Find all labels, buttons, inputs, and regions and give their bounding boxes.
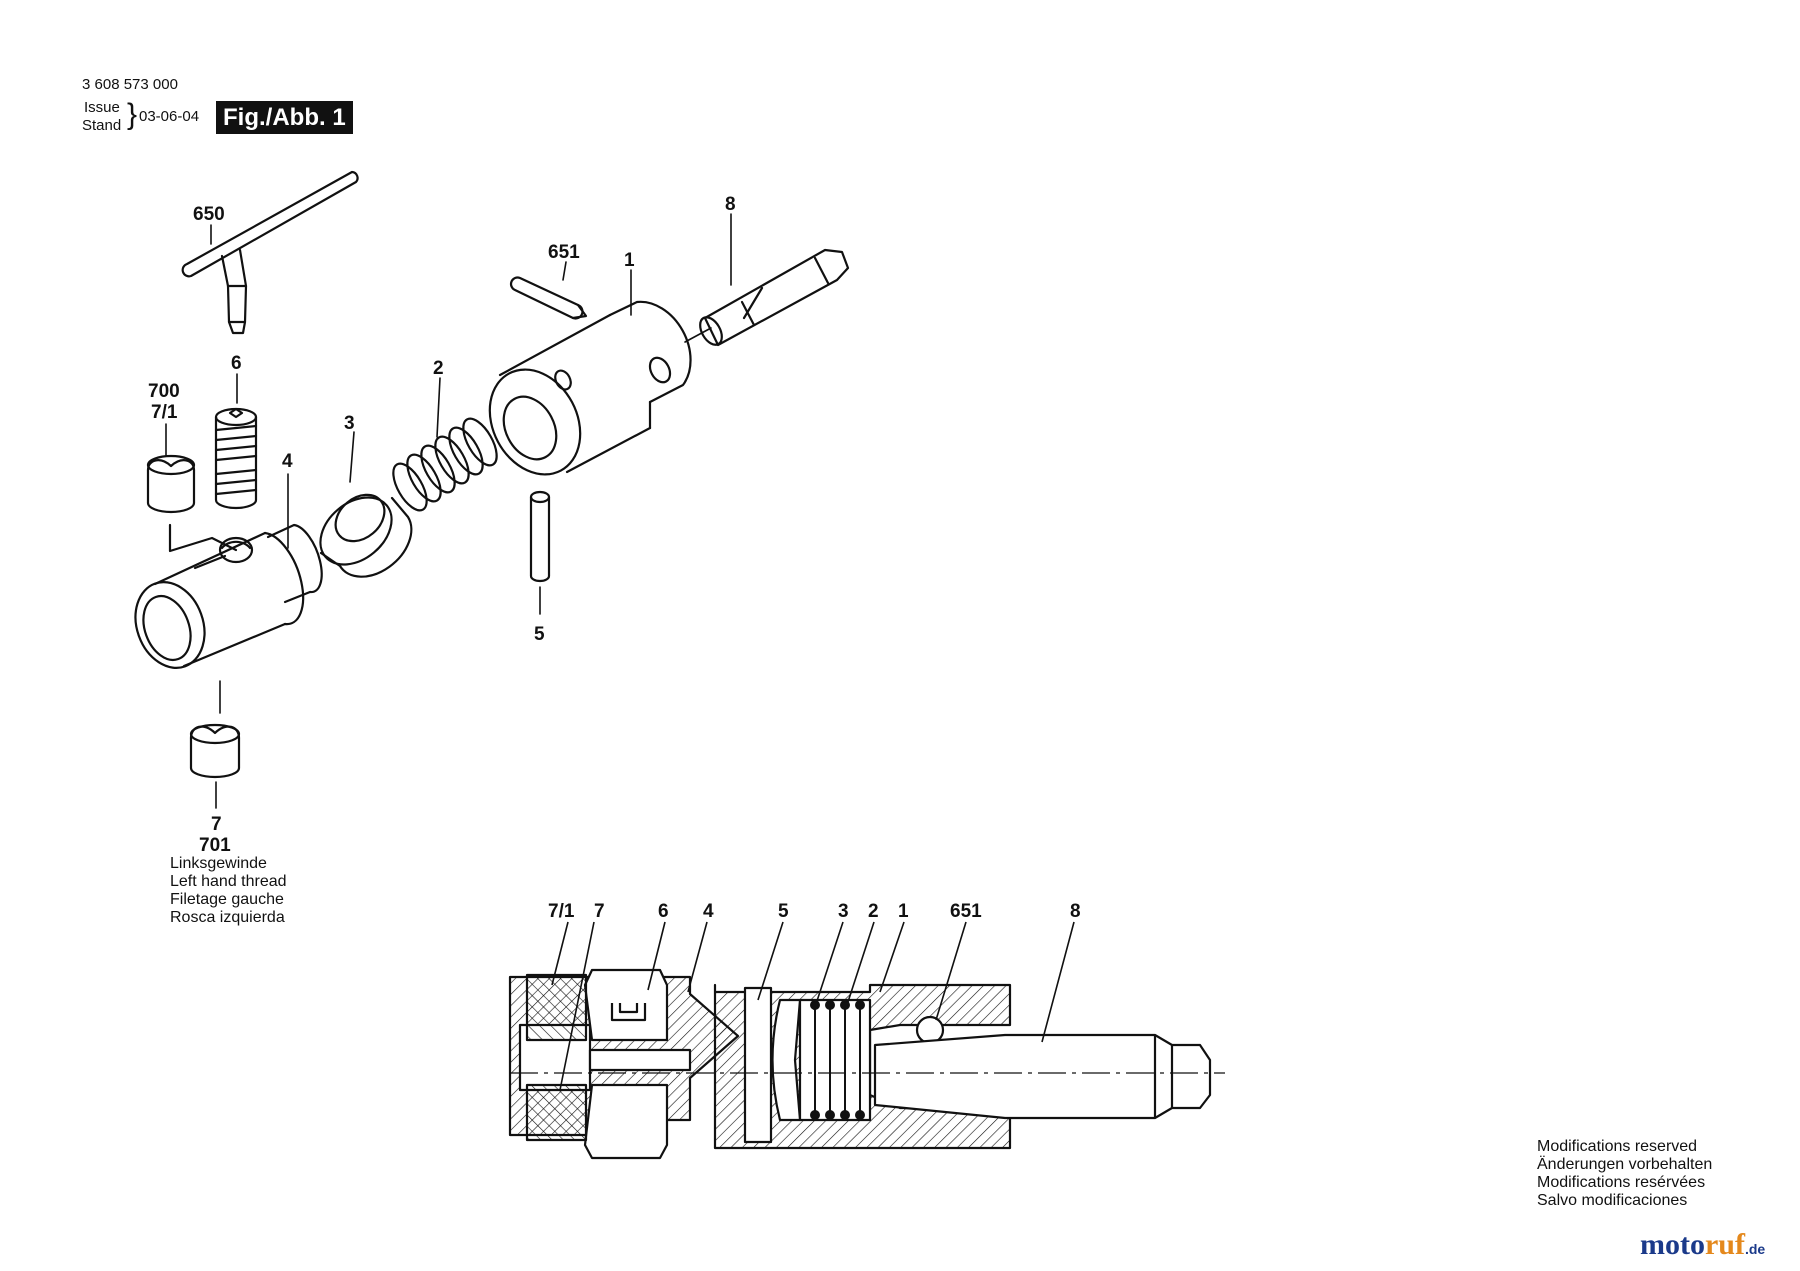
issue-brace: } [127, 98, 138, 131]
issue-date: 03-06-04 [139, 108, 200, 125]
callout-7: 7 [211, 814, 222, 835]
callout-3: 3 [344, 413, 355, 434]
section-part-7-1 [525, 973, 588, 1042]
section-part-8 [873, 1033, 1212, 1120]
thread-note: Linksgewinde Left hand thread Filetage g… [170, 855, 291, 926]
section-leader-lines [551, 921, 1075, 1091]
section-part-7 [525, 1083, 588, 1142]
section-label-6: 6 [658, 901, 669, 922]
part-8-bit [699, 248, 850, 347]
section-part-6 [583, 968, 669, 1042]
section-label-2: 2 [868, 901, 879, 922]
modifications-note: Modifications reserved Änderungen vorbeh… [1537, 1138, 1713, 1209]
section-label-8: 8 [1070, 901, 1081, 922]
callout-1: 1 [624, 250, 635, 271]
part-6-screw [214, 407, 258, 510]
callout-7-1: 7/1 [151, 402, 178, 423]
issue-label: Issue [84, 99, 120, 116]
section-part-3 [771, 998, 802, 1122]
leader-lines [165, 213, 732, 809]
section-label-5: 5 [778, 901, 789, 922]
callout-6: 6 [231, 353, 242, 374]
callout-701: 701 [199, 835, 231, 856]
part-1-sleeve [488, 300, 692, 476]
stand-label: Stand [82, 117, 122, 134]
section-label-651: 651 [950, 901, 982, 922]
part-651-pin [509, 276, 588, 320]
callout-700: 700 [148, 381, 180, 402]
figure-label: Fig./Abb. 1 [216, 101, 353, 134]
part-700-insert [146, 454, 196, 514]
part-5-pin [529, 490, 551, 583]
callout-2: 2 [433, 358, 444, 379]
section-part-5 [743, 986, 773, 1144]
section-view [508, 968, 1225, 1160]
part-3-cap [319, 493, 413, 578]
part-4-body [134, 523, 323, 669]
section-label-7-1: 7/1 [548, 901, 575, 922]
callout-4: 4 [282, 451, 293, 472]
doc-number: 3 608 573 000 [82, 76, 178, 93]
section-label-1: 1 [898, 901, 909, 922]
section-label-4: 4 [703, 901, 714, 922]
callout-8: 8 [725, 194, 736, 215]
motoruf-logo: motoruf.de [1640, 1228, 1766, 1261]
callout-651: 651 [548, 242, 580, 263]
part-7-insert [189, 723, 241, 779]
callout-650: 650 [193, 204, 225, 225]
part-650-t-key [181, 170, 359, 335]
section-label-3: 3 [838, 901, 849, 922]
part-2-spring [392, 417, 498, 512]
section-label-7: 7 [594, 901, 605, 922]
callout-5: 5 [534, 624, 545, 645]
